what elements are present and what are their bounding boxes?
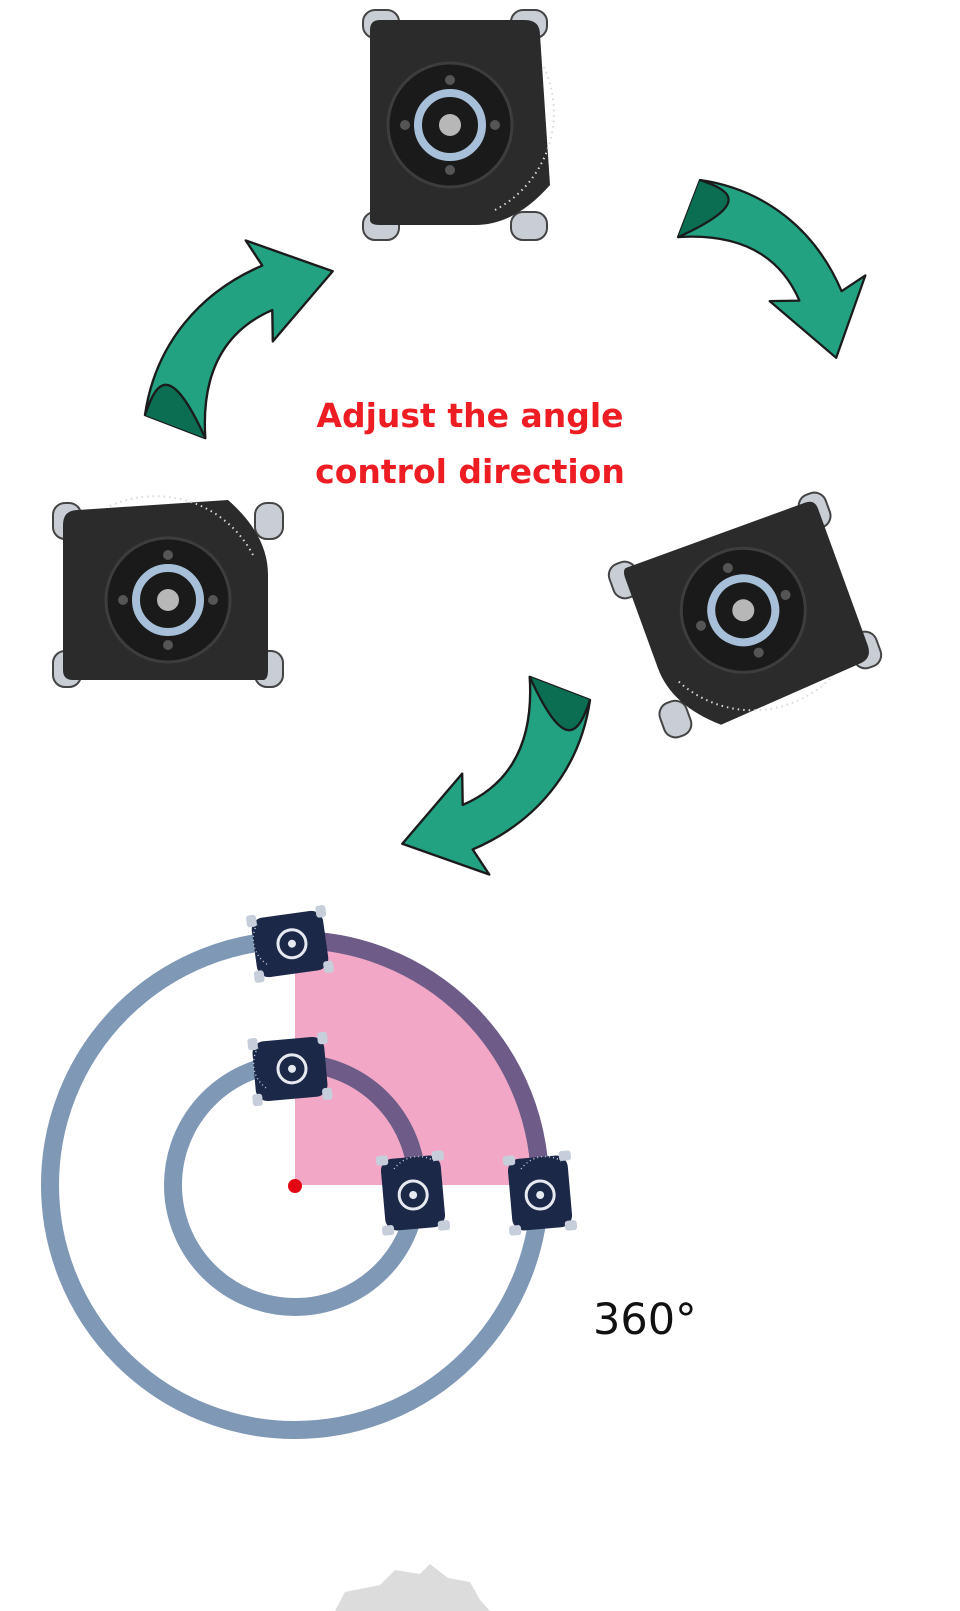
caption: Adjust the angle control direction xyxy=(300,388,640,500)
angle-label: 360° xyxy=(593,1295,697,1345)
rotation-diagram xyxy=(41,903,579,1439)
slider-device-icon-outer-right xyxy=(501,1148,579,1238)
caption-line-1: Adjust the angle xyxy=(316,396,624,435)
slider-device-icon-inner-right xyxy=(374,1148,452,1238)
rotate-arrow-icon-bottom xyxy=(367,662,629,896)
center-dot-icon xyxy=(288,1179,302,1193)
rotate-arrow-icon-top-right xyxy=(664,143,886,391)
device-right xyxy=(605,489,886,747)
angle-sector xyxy=(295,940,540,1185)
device-left xyxy=(53,496,283,687)
partial-device-bottom xyxy=(335,1564,490,1611)
caption-line-2: control direction xyxy=(315,452,625,491)
device-top xyxy=(363,10,554,240)
slider-device-icon-inner-top xyxy=(245,1030,335,1108)
